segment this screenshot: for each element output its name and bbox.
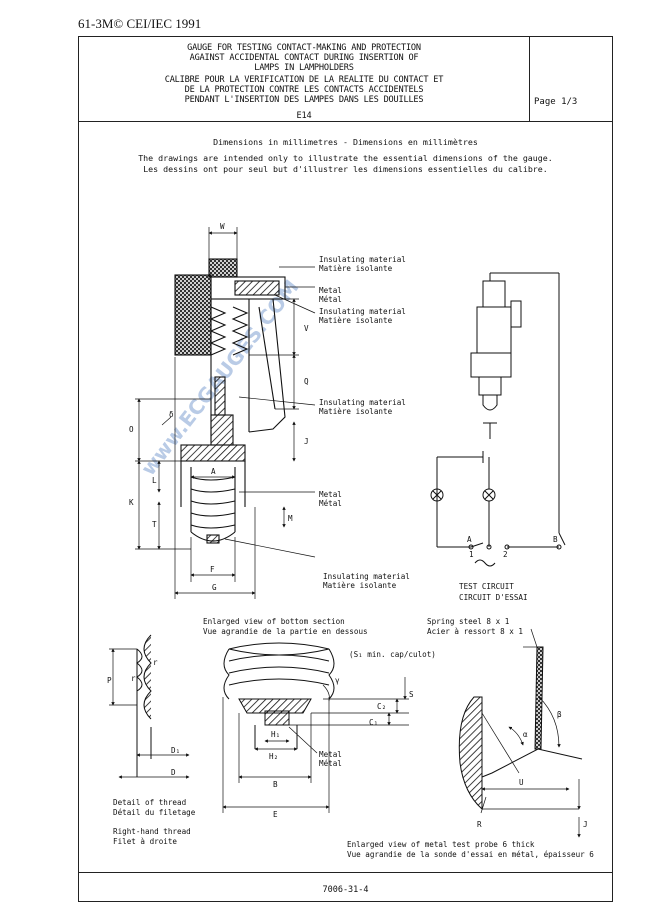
dim-U: U [519, 778, 524, 787]
sheet-title: GAUGE FOR TESTING CONTACT-MAKING AND PRO… [79, 43, 529, 121]
dim-L: L [152, 476, 157, 485]
title-en-1: GAUGE FOR TESTING CONTACT-MAKING AND PRO… [187, 43, 421, 53]
dim-beta: β [557, 710, 562, 719]
dim-R: R [477, 820, 482, 829]
dim-A: A [211, 467, 216, 476]
dim-T: T [152, 520, 157, 529]
probe-en: Enlarged view of metal test probe 6 thic… [347, 840, 535, 849]
dim-M: M [288, 514, 293, 523]
title-fr-3: PENDANT L'INSERTION DES LAMPES DANS LES … [184, 95, 424, 105]
dimensions-note: Dimensions in millimetres - Dimensions e… [213, 137, 478, 147]
label-metal-fr-1: Métal [319, 295, 342, 304]
label-isolante-2: Matière isolante [319, 316, 393, 325]
thread-r1: r [153, 658, 158, 667]
thread-detail-en: Detail of thread [113, 798, 186, 807]
s1-note: (S₁ min. cap/culot) [349, 650, 436, 659]
label-metal-2: Metal [319, 490, 342, 499]
dim-F: F [210, 565, 215, 574]
thread-D1: D₁ [171, 746, 180, 755]
dim-H2: H₂ [269, 752, 278, 761]
title-divider [529, 37, 530, 121]
title-block: GAUGE FOR TESTING CONTACT-MAKING AND PRO… [79, 37, 612, 122]
title-fr-1: CALIBRE POUR LA VERIFICATION DE LA REALI… [164, 75, 444, 85]
standard-reference: 61-3M© CEI/IEC 1991 [78, 16, 202, 31]
technical-drawing: www.ECGAUGES.COM [107, 222, 594, 859]
label-metal-3: Metal [319, 750, 342, 759]
drawing-number: 7006-31-4 [322, 885, 369, 895]
dim-W: W [220, 222, 225, 231]
main-gauge [174, 258, 286, 544]
label-insulating-1: Insulating material [319, 255, 406, 264]
label-metal-fr-3: Métal [319, 759, 342, 768]
circuit-1: 1 [469, 550, 474, 559]
dim-K: K [129, 498, 134, 507]
note-fr: Les dessins ont pour seul but d'illustre… [143, 164, 548, 174]
label-insulating-4: Insulating material [323, 572, 410, 581]
dim-V: V [304, 324, 309, 333]
thread-r2: r [131, 674, 136, 683]
dim-O: O [129, 425, 134, 434]
dim-alpha: α [523, 730, 528, 739]
title-en-3: LAMPS IN LAMPHOLDERS [254, 63, 354, 73]
title-en-2: AGAINST ACCIDENTAL CONTACT DURING INSERT… [189, 53, 419, 63]
test-circuit-en: TEST CIRCUIT [459, 582, 514, 591]
label-isolante-1: Matière isolante [319, 264, 393, 273]
dim-B: B [273, 780, 278, 789]
circuit-B: B [553, 535, 558, 544]
thread-P: P [107, 676, 112, 685]
page-number: Page 1/3 [534, 97, 578, 107]
thread-D: D [171, 768, 176, 777]
test-circuit [430, 272, 566, 567]
dim-H1: H₁ [271, 730, 280, 739]
dim-C1: C₁ [369, 718, 378, 727]
bottom-section [222, 642, 409, 813]
dim-S: S [409, 690, 414, 699]
main-dimension-lines [135, 227, 316, 599]
dim-gamma: γ [335, 676, 340, 685]
label-isolante-4: Matière isolante [323, 581, 397, 590]
label-isolante-3: Matière isolante [319, 407, 393, 416]
label-metal-fr-2: Métal [319, 499, 342, 508]
label-insulating-2: Insulating material [319, 307, 406, 316]
dim-E: E [273, 810, 278, 819]
title-fr-2: DE LA PROTECTION CONTRE LES CONTACTS ACC… [184, 85, 424, 95]
dim-Q: Q [304, 377, 309, 386]
dim-G: G [212, 583, 217, 592]
footer-divider [79, 872, 612, 873]
label-insulating-3: Insulating material [319, 398, 406, 407]
metal-probe [458, 628, 583, 838]
label-metal-1: Metal [319, 286, 342, 295]
dim-J: J [304, 437, 309, 446]
thread-detail-fr: Détail du filetage [113, 808, 196, 817]
dim-C2: C₂ [377, 702, 386, 711]
spring-en: Spring steel 8 x 1 [427, 617, 510, 626]
probe-fr: Vue agrandie de la sonde d'essai en méta… [347, 850, 594, 859]
intro-notes: Dimensions in millimetres - Dimensions e… [79, 137, 612, 175]
enlarged-en: Enlarged view of bottom section [203, 617, 345, 626]
test-circuit-fr: CIRCUIT D'ESSAI [459, 593, 528, 602]
dim-delta: δ [169, 410, 174, 419]
right-hand-fr: Filet à droite [113, 837, 177, 846]
enlarged-fr: Vue agrandie de la partie en dessous [203, 627, 368, 636]
circuit-2: 2 [503, 550, 508, 559]
spring-fr: Acier à ressort 8 x 1 [427, 627, 523, 636]
thread-detail [109, 634, 190, 779]
drawing-sheet: GAUGE FOR TESTING CONTACT-MAKING AND PRO… [78, 36, 613, 902]
note-en: The drawings are intended only to illust… [138, 153, 553, 163]
gauge-code: E14 [296, 111, 312, 121]
circuit-A: A [467, 535, 472, 544]
right-hand-en: Right-hand thread [113, 827, 191, 836]
dim-J-probe: J [583, 820, 588, 829]
